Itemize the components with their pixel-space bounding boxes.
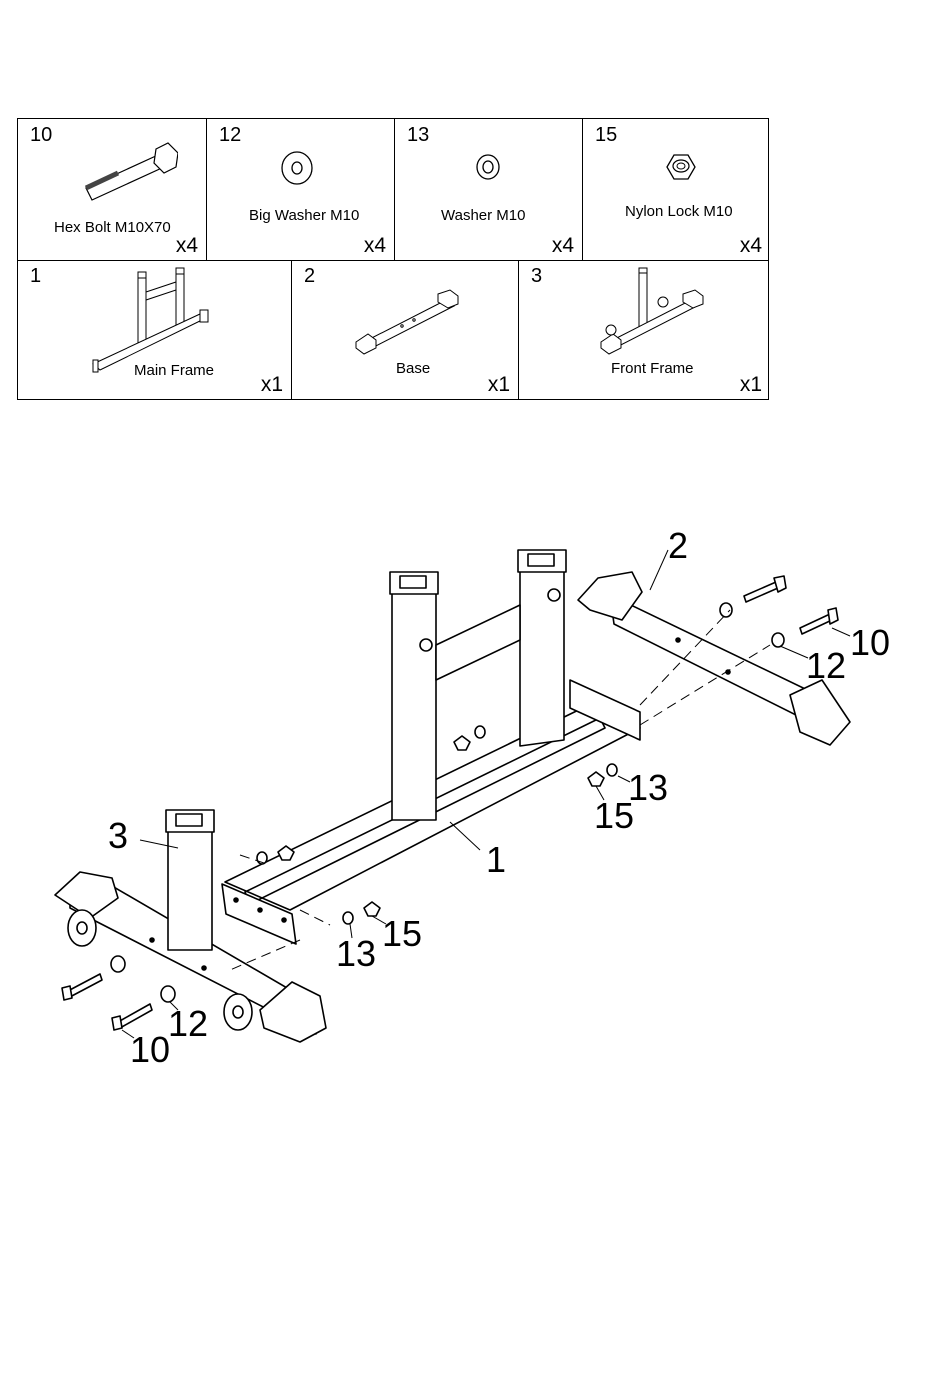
part-number: 15: [595, 124, 617, 147]
callout-front-frame: 3: [108, 815, 128, 856]
part-quantity: x4: [552, 234, 574, 258]
part-cell-nylon-lock: 15 Nylon Lock M10 x4: [582, 119, 770, 260]
part-cell-big-washer: 12 Big Washer M10 x4: [206, 119, 394, 260]
part-quantity: x1: [740, 373, 762, 397]
part-quantity: x4: [740, 234, 762, 258]
part-number: 1: [30, 265, 41, 288]
part-cell-hex-bolt: 10 Hex Bolt M10X70 x4: [18, 119, 206, 260]
hardware-row: 10 Hex Bolt M10X70 x4 12 Big Washer M10 …: [18, 119, 768, 261]
part-quantity: x1: [488, 373, 510, 397]
part-quantity: x4: [364, 234, 386, 258]
callout-main-frame: 1: [486, 839, 506, 880]
main-frame-icon: [88, 266, 213, 376]
part-name: Main Frame: [134, 362, 214, 379]
callout-bolt-right: 10: [850, 622, 890, 663]
callout-washer-left: 13: [336, 933, 376, 974]
callout-nut-left: 15: [382, 913, 422, 954]
big-washer-icon: [279, 149, 315, 187]
washer-icon: [473, 151, 503, 183]
part-cell-washer: 13 Washer M10 x4: [394, 119, 582, 260]
part-cell-base: 2 Base x1: [291, 260, 518, 399]
part-number: 13: [407, 124, 429, 147]
part-name: Big Washer M10: [249, 207, 359, 224]
nylon-lock-nut-icon: [663, 151, 699, 183]
left-hardware: [62, 956, 175, 1030]
part-name: Nylon Lock M10: [625, 203, 733, 220]
frames-row: 1 Main Frame x1 2: [18, 260, 768, 399]
callout-base: 2: [668, 525, 688, 566]
callout-bolt-left: 10: [130, 1029, 170, 1070]
assembly-diagram: 2 3 1 10 12 13 15 13 15 12 10: [0, 500, 950, 1100]
callout-big-washer-left: 12: [168, 1003, 208, 1044]
part-number: 10: [30, 124, 52, 147]
front-frame-icon: [599, 266, 709, 358]
part-name: Front Frame: [611, 360, 694, 377]
part-quantity: x4: [176, 234, 198, 258]
part-quantity: x1: [261, 373, 283, 397]
callout-big-washer-right: 12: [806, 645, 846, 686]
part-number: 2: [304, 265, 315, 288]
part-name: Washer M10: [441, 207, 525, 224]
parts-table: 10 Hex Bolt M10X70 x4 12 Big Washer M10 …: [17, 118, 769, 400]
part-cell-front-frame: 3 Front Frame x1: [518, 260, 770, 399]
base-icon: [354, 288, 464, 360]
part-name: Hex Bolt M10X70: [54, 219, 171, 236]
part-number: 3: [531, 265, 542, 288]
hex-bolt-icon: [78, 133, 178, 203]
part-cell-main-frame: 1 Main Frame x1: [18, 260, 291, 399]
main-frame-part: [222, 550, 640, 944]
part-name: Base: [396, 360, 430, 377]
callout-nut-right: 15: [594, 795, 634, 836]
part-number: 12: [219, 124, 241, 147]
